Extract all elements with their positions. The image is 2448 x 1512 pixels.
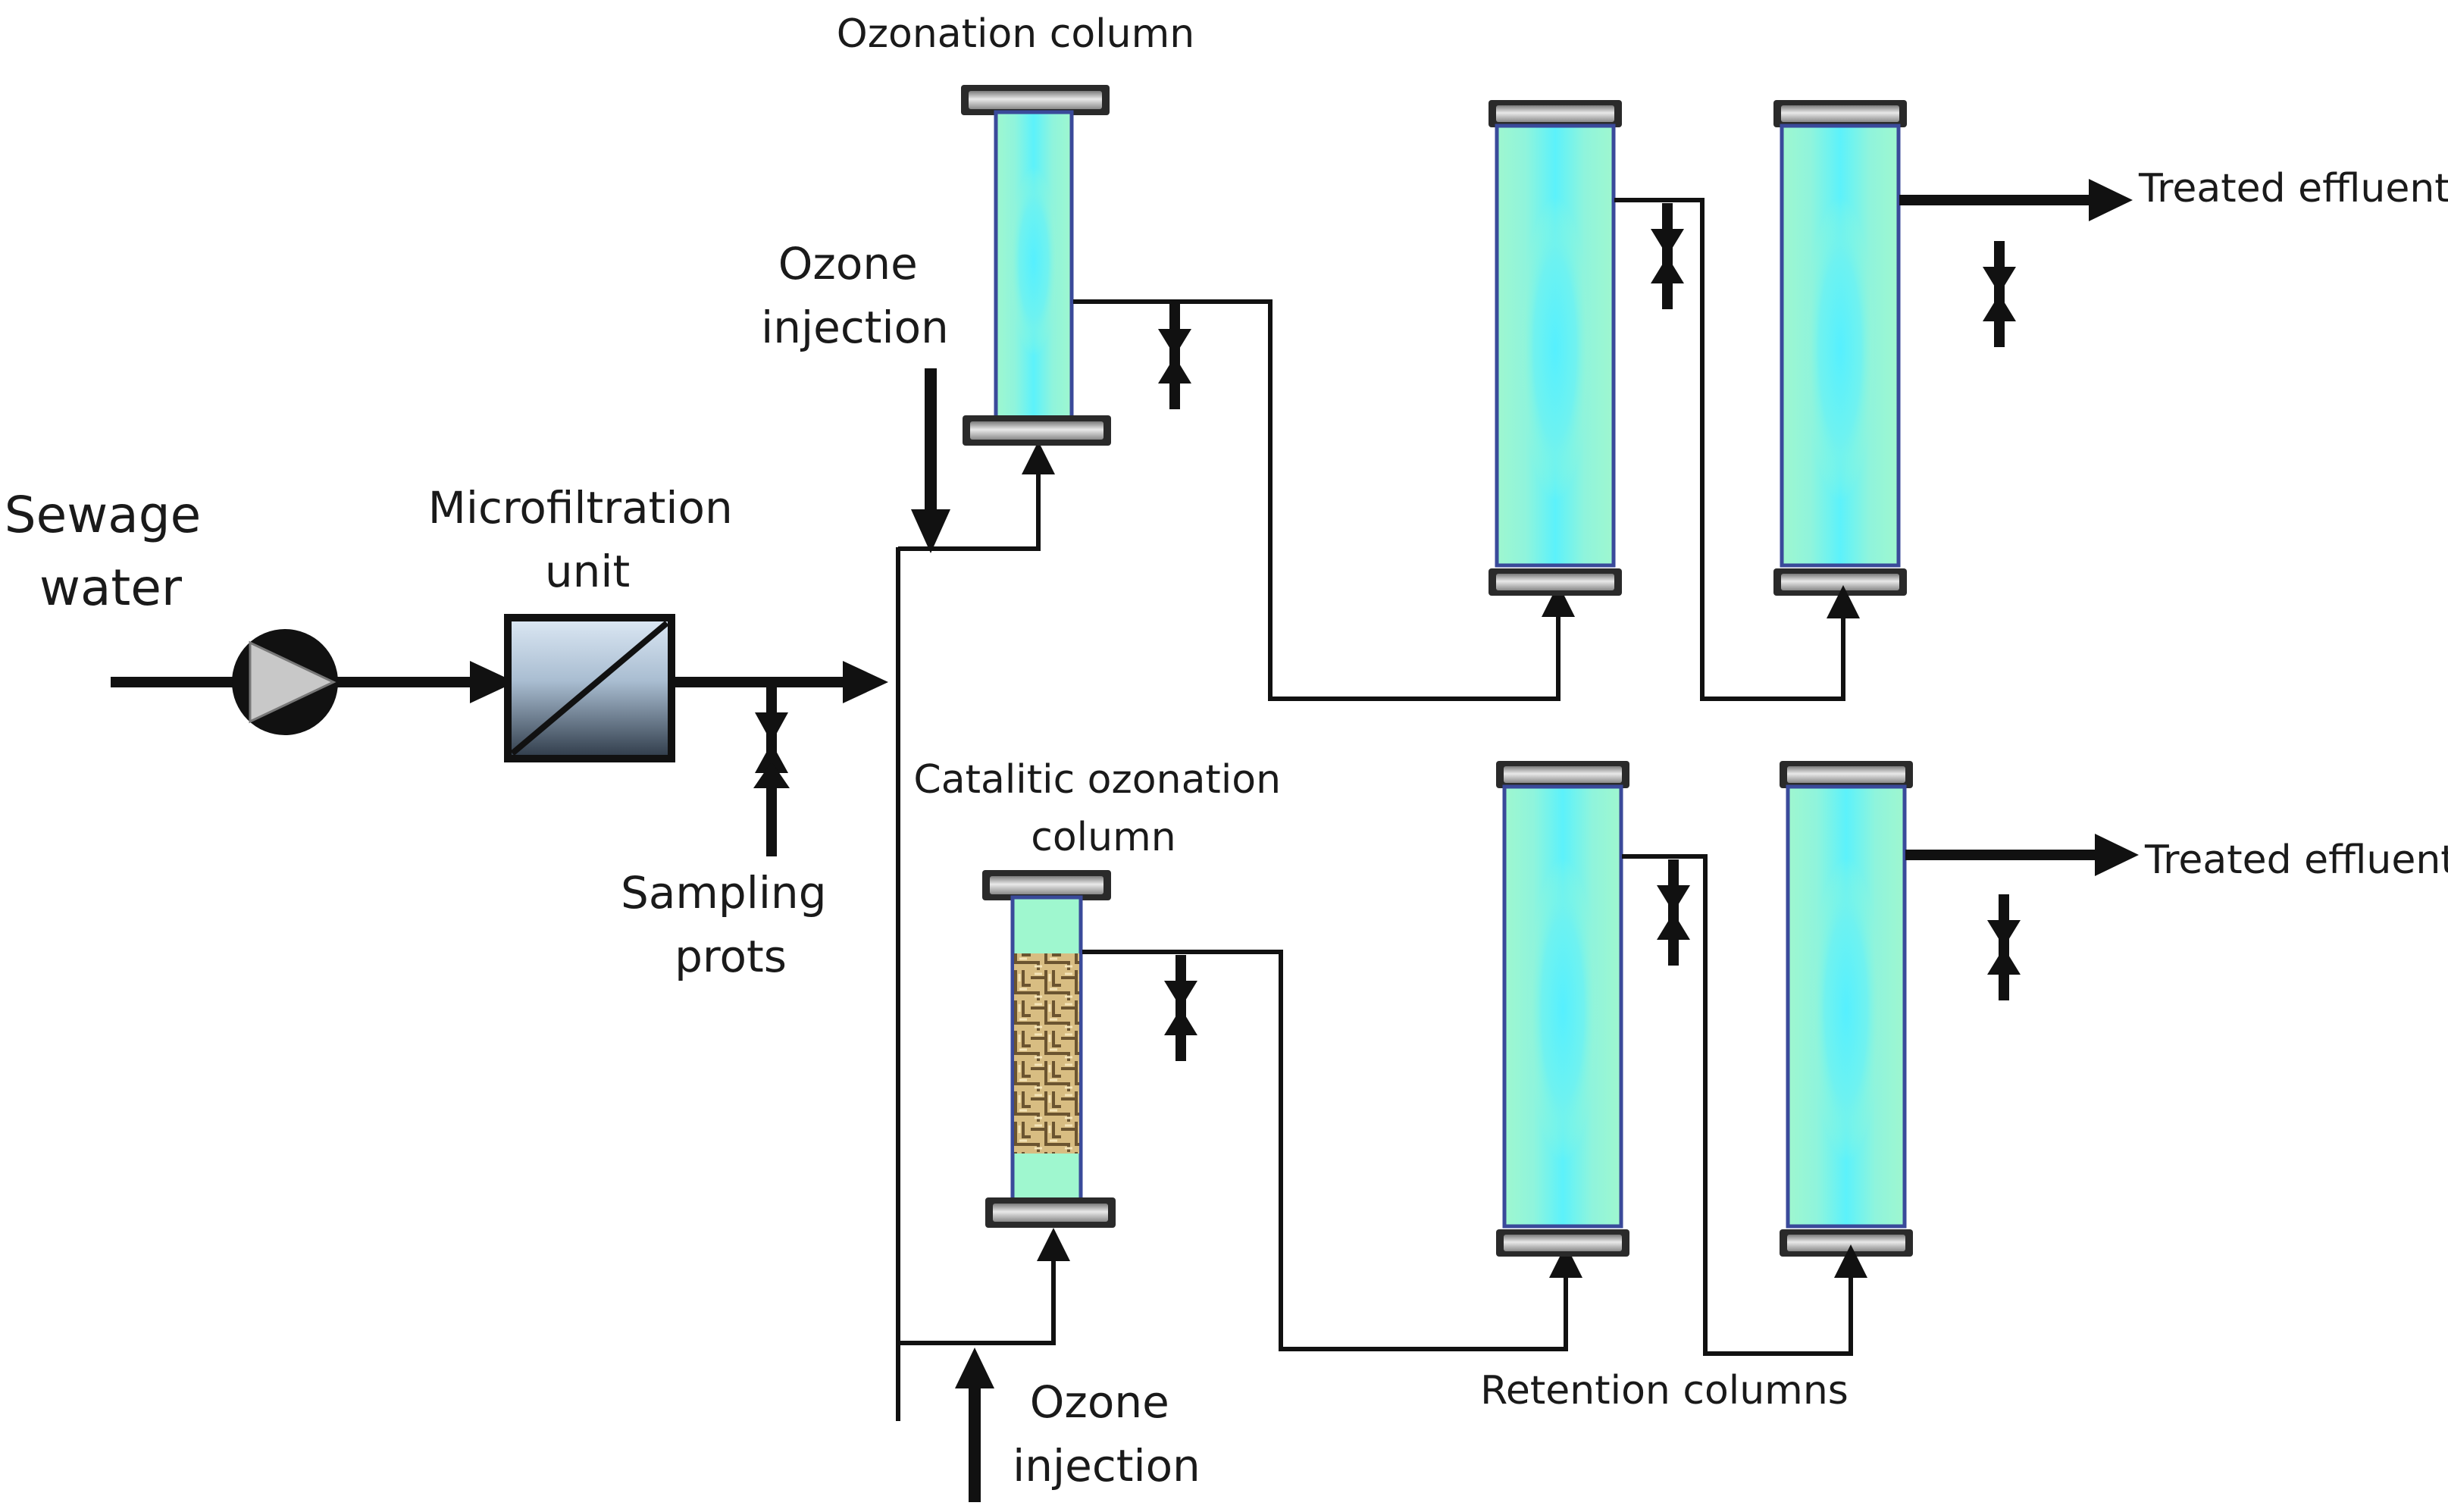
valve-icon — [1158, 303, 1191, 409]
retention-column-3 — [1496, 761, 1629, 1257]
retention-column-1 — [1489, 100, 1622, 596]
ozone-injection-bottom-label: Ozone injection — [1013, 1376, 1201, 1492]
retention-link-top — [1614, 198, 1860, 701]
sewage-water-label: Sewage water — [5, 486, 217, 617]
distribution-pipe — [896, 441, 1070, 1421]
ozone-injection-top-label: Ozone injection — [761, 238, 949, 353]
catalytic-ozonation-label: Catalitic ozonation column — [913, 757, 1293, 860]
treated-effluent-bottom-outlet — [1905, 834, 2139, 876]
treated-effluent-top-label: Treated effluent — [2138, 166, 2448, 211]
valve-icon — [1983, 241, 2016, 347]
treated-effluent-top-outlet — [1899, 179, 2133, 221]
ozonation-outlet-pipe — [1073, 299, 1575, 701]
pump-icon — [232, 629, 338, 735]
ozone-injection-top-arrow — [911, 368, 950, 553]
retention-column-4 — [1780, 761, 1913, 1257]
treated-effluent-bottom-label: Treated effluent — [2144, 837, 2448, 883]
valve-icon — [1651, 203, 1684, 309]
valve-icon — [1164, 955, 1197, 1061]
ozonation-column — [961, 85, 1111, 446]
retention-link-bottom — [1622, 854, 1867, 1356]
sampling-ports-label: Sampling prots — [621, 867, 841, 982]
retention-columns-label: Retention columns — [1480, 1368, 1849, 1413]
ozonation-column-label: Ozonation column — [837, 11, 1194, 57]
retention-column-2 — [1773, 100, 1907, 596]
microfiltration-label: Microfiltration unit — [428, 482, 747, 597]
ozone-injection-bottom-arrow — [955, 1348, 994, 1502]
catalytic-outlet-pipe — [1082, 950, 1582, 1351]
valve-icon — [1657, 859, 1690, 966]
catalytic-ozonation-column — [982, 870, 1116, 1228]
sampling-valve-icon — [753, 682, 790, 856]
valve-icon — [1987, 894, 2021, 1000]
microfiltration-icon — [504, 614, 675, 762]
catalyst-bed — [1014, 953, 1079, 1154]
